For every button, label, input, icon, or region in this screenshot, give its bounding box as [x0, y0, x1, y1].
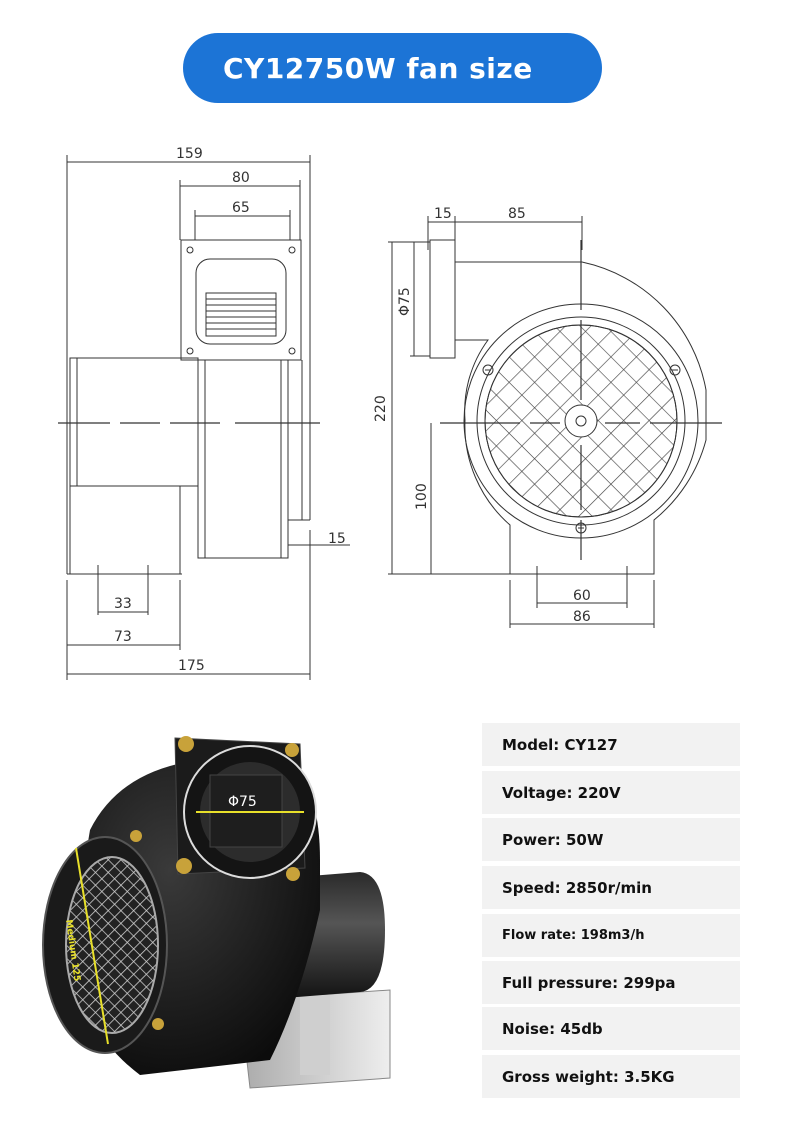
dim-65: 65 — [232, 200, 250, 216]
spec-row-flow-rate: Flow rate: 198m3/h — [482, 914, 740, 957]
dim-33: 33 — [114, 596, 132, 612]
dim-80: 80 — [232, 170, 250, 186]
dim-60: 60 — [573, 588, 591, 604]
spec-row-gross-weight: Gross weight: 3.5KG — [482, 1055, 740, 1098]
dim-15-front: 15 — [434, 206, 452, 222]
side-view-dimensions: 159 80 65 15 33 73 175 — [114, 146, 346, 674]
dim-73: 73 — [114, 629, 132, 645]
page-title: CY12750W fan size — [223, 51, 533, 85]
dim-15-side: 15 — [328, 531, 346, 547]
spec-row-noise: Noise: 45db — [482, 1007, 740, 1050]
spec-row-voltage: Voltage: 220V — [482, 771, 740, 814]
outlet-diameter-label: Φ75 — [228, 794, 257, 810]
dim-phi75: Φ75 — [397, 287, 413, 316]
spec-model: Model: CY127 — [502, 735, 618, 754]
side-view-drawing — [58, 155, 350, 680]
spec-row-speed: Speed: 2850r/min — [482, 866, 740, 909]
product-photo: Φ75 Medium 125 — [42, 736, 391, 1089]
dim-220: 220 — [373, 395, 389, 422]
spec-speed: Speed: 2850r/min — [502, 878, 652, 897]
spec-full-pressure: Full pressure: 299pa — [502, 973, 676, 992]
front-view-dimensions: 15 85 Φ75 220 100 60 86 — [373, 206, 591, 625]
dim-86: 86 — [573, 609, 591, 625]
title-banner: CY12750W fan size — [183, 33, 602, 103]
dim-85: 85 — [508, 206, 526, 222]
spec-power: Power: 50W — [502, 830, 604, 849]
spec-noise: Noise: 45db — [502, 1019, 603, 1038]
spec-row-model: Model: CY127 — [482, 723, 740, 766]
dim-175: 175 — [178, 658, 205, 674]
spec-voltage: Voltage: 220V — [502, 783, 621, 802]
spec-row-full-pressure: Full pressure: 299pa — [482, 961, 740, 1004]
dim-100: 100 — [414, 483, 430, 510]
spec-row-power: Power: 50W — [482, 818, 740, 861]
front-view-drawing — [388, 216, 722, 628]
dim-159: 159 — [176, 146, 203, 162]
spec-flow-rate: Flow rate: 198m3/h — [502, 928, 645, 943]
spec-gross-weight: Gross weight: 3.5KG — [502, 1067, 675, 1086]
